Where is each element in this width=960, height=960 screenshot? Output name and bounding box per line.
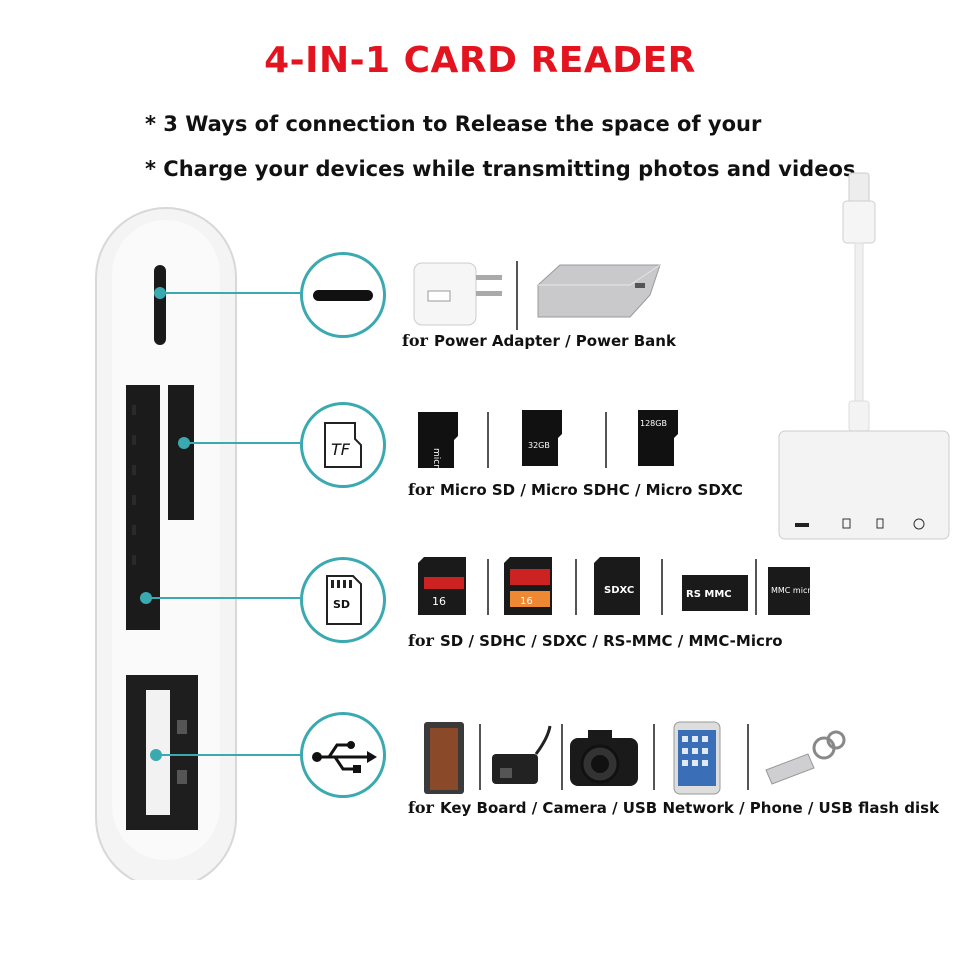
usb-icon xyxy=(312,741,377,773)
power-adapter-icon xyxy=(413,262,502,326)
product-photo xyxy=(778,172,950,540)
svg-text:16: 16 xyxy=(432,595,446,608)
adapter-diagram xyxy=(95,207,300,880)
sdhc-16gb-icon: 16 xyxy=(504,557,552,615)
page-title: 4-IN-1 CARD READER xyxy=(264,40,696,81)
keyboard-icon xyxy=(424,722,464,794)
sd-cards: 16 16 SDXC RS MMC MMC micro xyxy=(418,557,815,615)
svg-text:SD: SD xyxy=(333,598,350,611)
svg-text:MMC micro: MMC micro xyxy=(771,586,815,595)
phone-icon xyxy=(673,721,721,795)
microsd-32gb-icon: 32GB xyxy=(522,410,562,466)
tf-card-circle: TF xyxy=(300,402,386,488)
adapter-box xyxy=(778,430,950,540)
usb-network-adapter-icon xyxy=(492,725,552,784)
microsd-128gb-icon: 128GB xyxy=(638,410,678,466)
svg-text:128GB: 128GB xyxy=(640,419,667,428)
microsd-cards: micro 32GB 128GB xyxy=(418,410,678,474)
svg-text:RS MMC: RS MMC xyxy=(686,589,732,600)
mmc-micro-card-icon: MMC micro xyxy=(768,567,815,615)
sd-card-circle: SD xyxy=(300,557,386,643)
tf-card-icon: TF xyxy=(324,422,362,468)
sd-slot xyxy=(126,385,160,630)
usb-circle xyxy=(300,712,386,798)
bullet-charge: * Charge your devices while transmitting… xyxy=(145,157,856,181)
svg-text:16: 16 xyxy=(520,596,533,607)
sdxc-card-icon: SDXC xyxy=(594,557,640,615)
power-devices xyxy=(413,261,661,330)
lightning-slot xyxy=(154,265,166,345)
tf-label: TF xyxy=(331,440,351,459)
rsmmc-card-icon: RS MMC xyxy=(682,575,748,611)
bullet-connection: * 3 Ways of connection to Release the sp… xyxy=(145,112,762,136)
lightning-connector-icon xyxy=(842,172,876,244)
svg-text:SDXC: SDXC xyxy=(604,585,634,596)
microsd-card-icon: micro xyxy=(418,412,458,474)
camera-icon xyxy=(570,730,638,786)
lightning-port-circle xyxy=(300,252,386,338)
lightning-port-icon xyxy=(313,290,373,301)
svg-text:32GB: 32GB xyxy=(528,441,550,450)
sd-16gb-icon: 16 xyxy=(418,557,466,615)
svg-text:micro: micro xyxy=(431,448,441,474)
usb-devices xyxy=(424,721,846,795)
power-bank-icon xyxy=(537,264,661,318)
for-label: for xyxy=(402,331,428,350)
usb-flash-disk-icon xyxy=(765,730,846,785)
sd-card-icon: SD xyxy=(326,575,362,625)
microsd-slot xyxy=(168,385,194,520)
